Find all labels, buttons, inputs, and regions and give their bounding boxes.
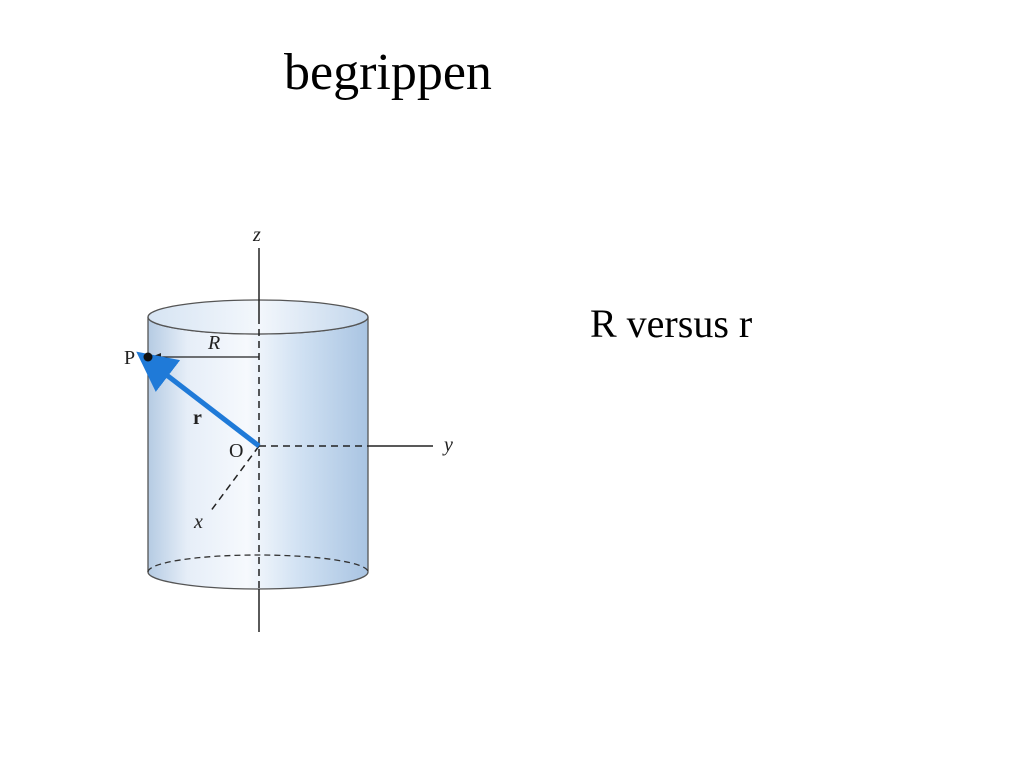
point-p-label: P [124, 347, 135, 369]
position-vector-label: r [193, 407, 202, 429]
side-text: R versus r [590, 301, 753, 346]
point-p-dot [143, 352, 153, 362]
cylinder-diagram: z y x P R r O [124, 224, 453, 632]
radius-label: R [207, 332, 220, 354]
cylinder-body [147, 316, 369, 590]
origin-label: O [229, 440, 243, 462]
cylinder-top-ellipse [147, 299, 369, 335]
cylinder-bottom-hidden-edge [147, 554, 369, 573]
x-axis-label: x [193, 511, 203, 533]
x-axis [209, 445, 260, 513]
y-axis-label: y [442, 434, 453, 456]
slide-title: begrippen [284, 44, 492, 101]
z-axis-label: z [252, 224, 261, 246]
position-vector-arrow [136, 351, 261, 448]
